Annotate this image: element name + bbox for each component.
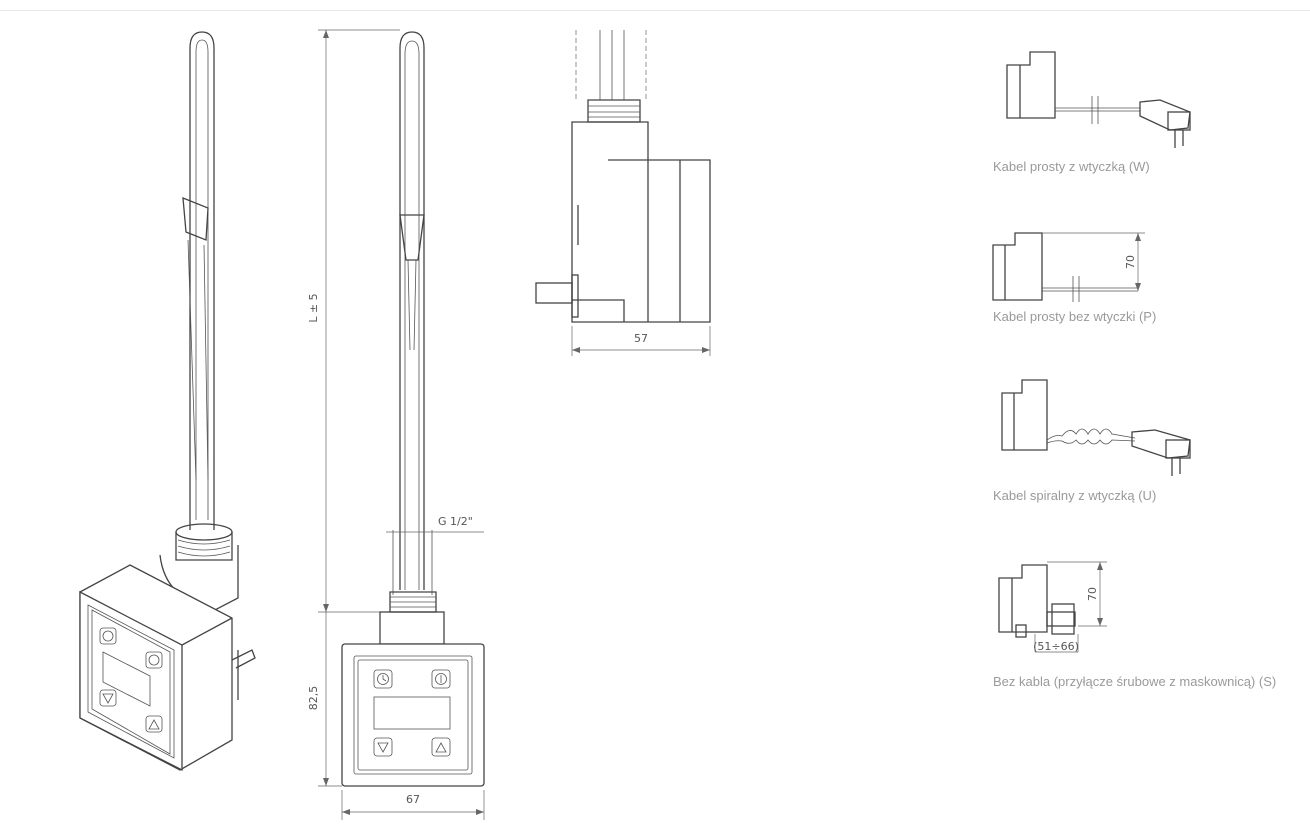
- top-divider: [0, 10, 1310, 11]
- side-view: 57: [535, 30, 711, 356]
- cable-height-s: 70: [1086, 587, 1099, 601]
- length-dimension: L ± 5: [307, 293, 320, 322]
- width-dimension: 67: [406, 793, 420, 806]
- depth-dimension: 57: [634, 332, 648, 345]
- variant-p-caption: Kabel prosty bez wtyczki (P): [993, 309, 1157, 324]
- connector-range-dimension: (51÷66): [1033, 640, 1079, 653]
- variant-u-diagram: [1001, 379, 1191, 476]
- thread-dimension: G 1/2": [438, 515, 473, 528]
- height-dimension: 82,5: [307, 686, 320, 711]
- cable-height-p: 70: [1124, 255, 1137, 269]
- variant-w-caption: Kabel prosty z wtyczką (W): [993, 159, 1150, 174]
- variant-s-caption: Bez kabla (przyłącze śrubowe z maskownic…: [993, 674, 1277, 689]
- variant-w-diagram: [1006, 51, 1191, 148]
- variant-u-caption: Kabel spiralny z wtyczką (U): [993, 488, 1157, 503]
- isometric-view: [79, 31, 256, 772]
- variant-p-diagram: 70: [992, 232, 1145, 302]
- variant-s-diagram: 70 (51÷66): [998, 561, 1107, 653]
- front-view: L ± 5 G 1/2" 82,5: [307, 29, 485, 820]
